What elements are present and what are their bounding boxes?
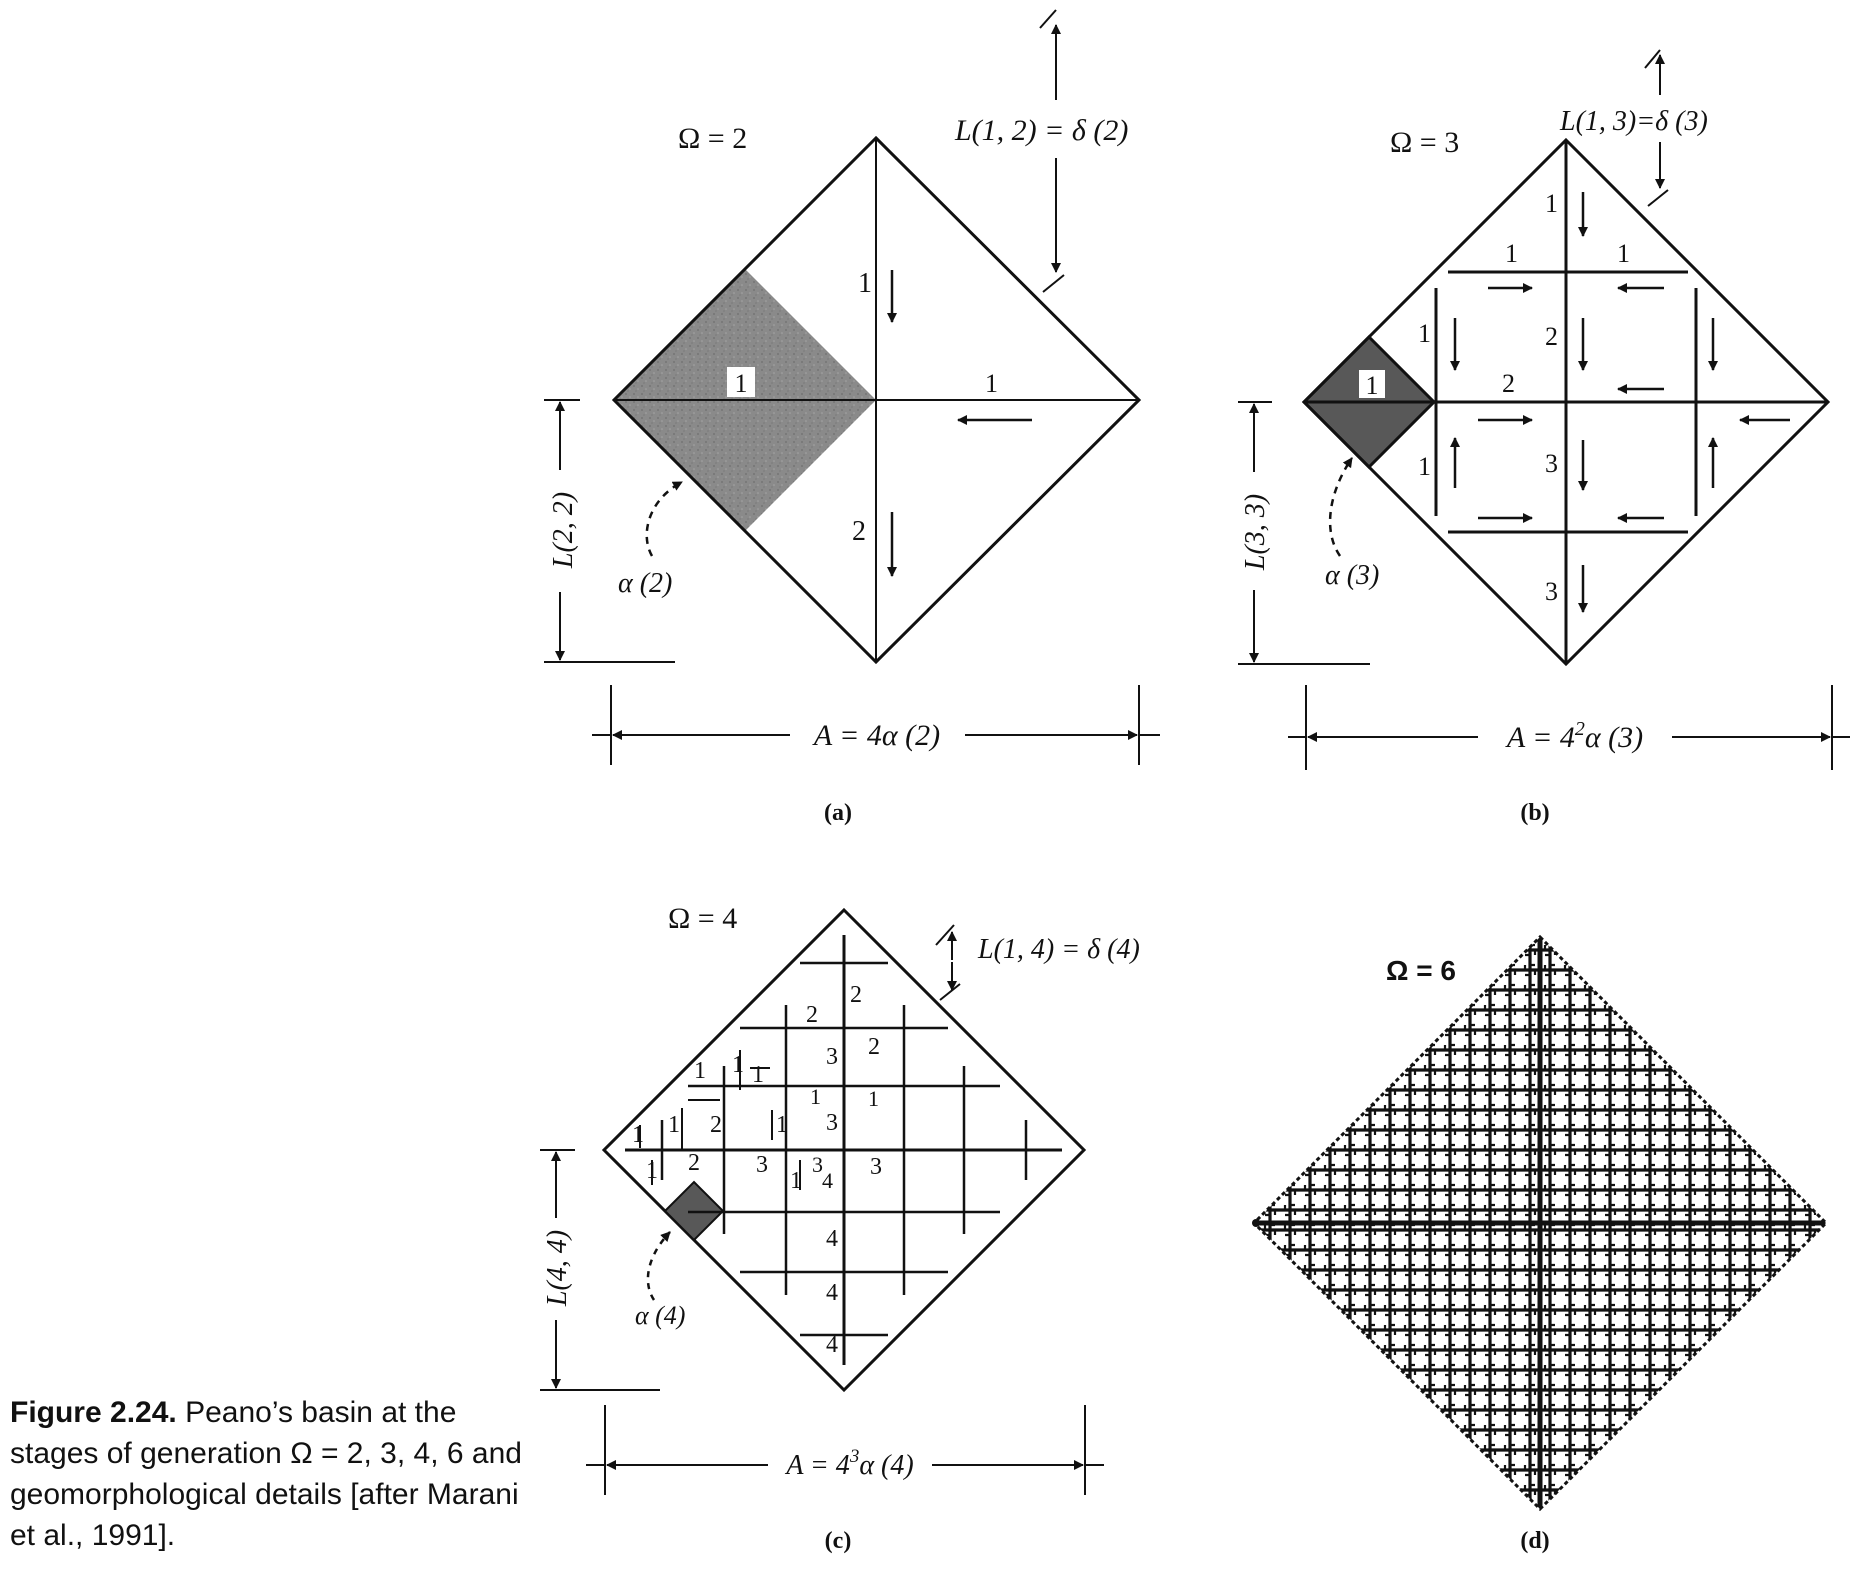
order-label-c13: 1 [776, 1112, 788, 1138]
order-label-c8: 1 [810, 1084, 821, 1109]
order-label-c20: 3 [812, 1152, 823, 1177]
order-label-c15: 1 [646, 1158, 658, 1184]
panel-a: Ω = 2 1 1 1 2 L(1, 2) = δ (2) L(2, 2) α … [544, 9, 1160, 826]
channel-grid-c [625, 935, 1062, 1365]
alpha-label-a: α (2) [618, 568, 672, 599]
top-dim-tick-a [1039, 9, 1057, 29]
order-label-b4: 1 [1418, 319, 1431, 348]
order-label-b3: 1 [1617, 239, 1630, 268]
order-label-b1: 1 [1545, 189, 1558, 218]
order-label-c16: 1 [790, 1168, 802, 1194]
order-label-c22: 3 [870, 1154, 882, 1180]
order-label-a1: 1 [858, 268, 872, 299]
bottom-dim-label-c-base: A = 4 [784, 1450, 850, 1481]
top-dim-end-tick-a [1042, 274, 1065, 293]
alpha-arrow-c [646, 1231, 671, 1301]
bottom-dim-label-c-sup: 3 [849, 1446, 860, 1467]
order-label-a3: 2 [852, 516, 866, 547]
order-label-c23: 4 [826, 1226, 838, 1252]
bottom-dim-label-a: A = 4α (2) [812, 719, 940, 752]
order-label-c14: 2 [710, 1112, 722, 1138]
order-label-c18: 3 [756, 1152, 768, 1178]
omega-label-a: Ω = 2 [678, 122, 747, 155]
panel-label-d: (d) [1520, 1528, 1549, 1554]
order-label-b5: 2 [1545, 322, 1558, 351]
panel-d: Ω = 6 (d) [1251, 934, 1829, 1554]
top-dim-tick-b [1644, 49, 1661, 69]
order-label-c3: 3 [826, 1044, 838, 1070]
bottom-dim-label-c-rest: α (4) [859, 1450, 913, 1481]
figure-label: Figure 2.24. [10, 1396, 177, 1429]
top-dim-end-tick-c [939, 983, 961, 1001]
bottom-dim-label-b-sup: 2 [1575, 718, 1585, 740]
panel-c: Ω = 4 2 2 [540, 902, 1140, 1554]
bottom-dim-label-c: A = 43α (4) [784, 1446, 913, 1481]
peano-fractal-d [1254, 937, 1826, 1509]
panel-label-a: (a) [824, 800, 852, 826]
order-label-c2: 2 [806, 1002, 818, 1028]
fractal-outline-d [1251, 934, 1829, 1512]
omega-label-b: Ω = 3 [1390, 126, 1459, 159]
box-label-bg-b [1359, 370, 1385, 398]
panel-label-b: (b) [1520, 800, 1549, 826]
left-dim-label-a: L(2, 2) [548, 492, 579, 569]
outlet-dot-d [1252, 1219, 1260, 1227]
left-dim-label-b: L(3, 3) [1240, 494, 1271, 571]
order-label-c9: 1 [868, 1086, 879, 1111]
omega-label-c: Ω = 4 [668, 902, 737, 935]
order-label-b10: 3 [1545, 577, 1558, 606]
order-label-b8: 3 [1545, 449, 1558, 478]
box-label-bg-a [727, 367, 755, 397]
top-dim-label-a: L(1, 2) = δ (2) [954, 114, 1128, 147]
flow-arrows-b [1450, 192, 1790, 613]
order-labels-c: 2 2 3 2 1 1 1 1 1 3 1 1 1 2 1 1 2 3 1 3 … [632, 982, 882, 1358]
order-label-c12: 1 [668, 1112, 680, 1138]
alpha-label-b: α (3) [1325, 560, 1379, 591]
left-dim-label-c: L(4, 4) [542, 1230, 573, 1307]
order-label-c10: 3 [826, 1110, 838, 1136]
order-label-c24: 4 [826, 1280, 838, 1306]
order-label-c7: 1 [752, 1062, 764, 1088]
order-label-a2: 1 [985, 369, 998, 398]
top-dim-tick-c [935, 924, 955, 946]
box-label-a: 1 [735, 369, 748, 398]
order-label-b7: 1 [1418, 452, 1431, 481]
order-label-b2: 1 [1505, 239, 1518, 268]
alpha-arrow-b [1328, 457, 1354, 557]
order-label-c25: 4 [826, 1332, 838, 1358]
order-label-b6: 2 [1502, 369, 1515, 398]
top-dim-label-b: L(1, 3)=δ (3) [1559, 106, 1708, 137]
order-label-c6: 1 [732, 1052, 744, 1078]
order-label-c1: 2 [850, 982, 862, 1008]
omega-label-d: Ω = 6 [1386, 955, 1456, 986]
order-label-c21: 4 [822, 1168, 833, 1193]
basin-outline-c [601, 907, 1087, 1393]
top-dim-label-c: L(1, 4) = δ (4) [977, 934, 1140, 965]
figure-caption: Figure 2.24. Peano’s basin at the stages… [10, 1392, 530, 1556]
top-dim-end-tick-b [1647, 189, 1669, 207]
alpha-arrow-a [645, 480, 683, 557]
order-label-c4: 2 [868, 1034, 880, 1060]
caption-text: Peano’s basin at the stages of generatio… [10, 1396, 522, 1552]
panel-b: Ω = 3 1 1 1 1 1 2 2 1 3 1 3 [1238, 49, 1850, 826]
panel-label-c: (c) [825, 1528, 852, 1554]
bottom-dim-label-b-base: A = 4 [1505, 721, 1575, 754]
box-label-b: 1 [1366, 371, 1379, 400]
order-label-c5: 1 [694, 1058, 706, 1084]
alpha-label-c: α (4) [635, 1301, 685, 1330]
bottom-dim-label-b: A = 42α (3) [1505, 718, 1643, 754]
order-label-c11: 1 [632, 1122, 644, 1148]
order-label-c17: 2 [688, 1150, 700, 1176]
bottom-dim-label-b-rest: α (3) [1585, 721, 1643, 754]
